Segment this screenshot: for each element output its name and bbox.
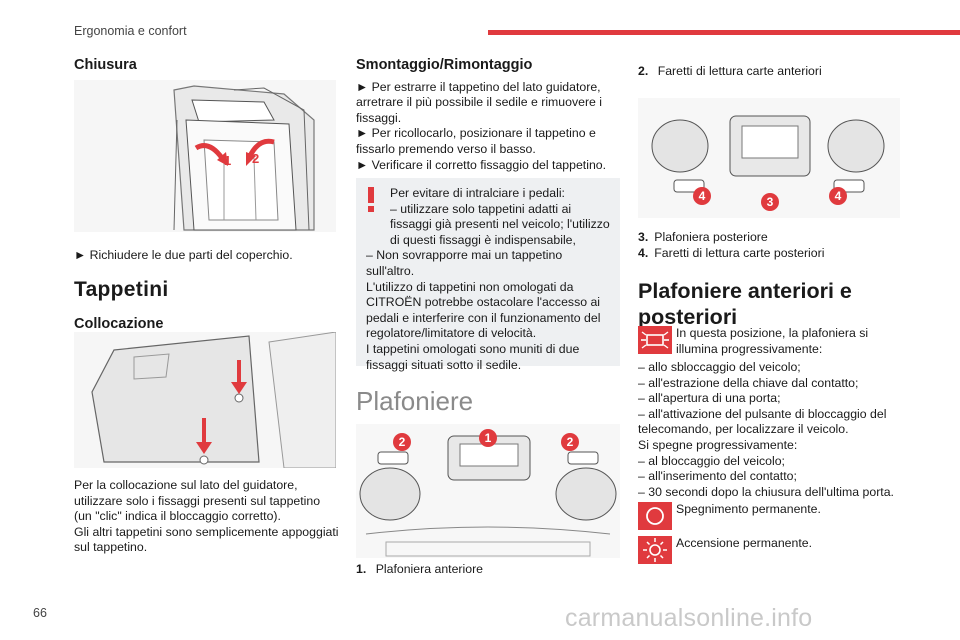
heading-plafoniere-ant-post: Plafoniere anteriori e posteriori — [638, 279, 852, 329]
heading-plafoniere: Plafoniere — [356, 386, 474, 416]
caption-2-num: 2. — [638, 64, 649, 78]
perm-on-text: Accensione permanente. — [676, 536, 813, 550]
heading-collocazione: Collocazione — [74, 316, 164, 333]
col3-lists: – allo sbloccaggio del veicolo; – all'es… — [638, 360, 900, 500]
text-collocazione: Per la collocazione sul lato del guidato… — [74, 478, 321, 524]
warning-line-1: – utilizzare solo tappetini adatti ai fi… — [390, 201, 610, 247]
caption-2-text: Faretti di lettura carte anteriori — [657, 64, 822, 78]
on-item-2: – all'apertura di una porta; — [638, 391, 781, 406]
step-1: ► Per estrarre il tappetino del lato gui… — [356, 79, 603, 125]
col1-text-1: ► Richiudere le due parti del coperchio.… — [74, 248, 336, 333]
warning-line-3: L'utilizzo di tappetini non omologati da… — [366, 279, 601, 341]
fig2-callout-a: 4 — [699, 189, 706, 203]
warning-box: Per evitare di intralciare i pedali: – u… — [356, 178, 620, 372]
lamp-on-icon — [638, 536, 672, 564]
heading-smontaggio: Smontaggio/Rimontaggio — [356, 57, 533, 73]
caption-3-text: Plafoniera posteriore — [654, 230, 768, 244]
column-2: Smontaggio/Rimontaggio ► Per estrarre il… — [356, 57, 620, 173]
warning-line-0: Per evitare di intralciare i pedali: — [390, 186, 565, 200]
on-item-3: – all'attivazione del pulsante di blocca… — [638, 406, 887, 437]
lamp-off-icon — [638, 502, 672, 530]
step-3: ► Verificare il corretto fissaggio del t… — [356, 157, 607, 172]
perm-off-text: Spegnimento permanente. — [676, 502, 821, 516]
figure-rear-ceiling-lamps: 4 3 4 — [638, 98, 900, 218]
figure-floor-mat — [74, 331, 337, 469]
caption-4-num: 4. — [638, 245, 649, 260]
watermark: carmanualsonline.info — [565, 604, 813, 632]
caption-4-text: Faretti di lettura carte posteriori — [654, 245, 825, 260]
page-number: 66 — [33, 606, 47, 620]
column-1: Chiusura — [74, 56, 336, 74]
callout-1: 1 — [224, 153, 231, 168]
caption-3-num: 3. — [638, 230, 649, 244]
fig-callout-a: 2 — [399, 435, 406, 449]
fig2-callout-c: 4 — [835, 189, 842, 203]
warning-icon — [368, 187, 374, 212]
off-item-1: – all'inserimento del contatto; — [638, 469, 797, 484]
caption-1: 1. Plafoniera anteriore — [356, 562, 620, 578]
door-lamp-mode-icon — [638, 326, 672, 354]
off-item-0: – al bloccaggio del veicolo; — [638, 453, 785, 468]
fig-callout-c: 2 — [567, 435, 574, 449]
warning-line-2: – Non sovrapporre mai un tappetino sull'… — [366, 248, 563, 278]
col1-text-2: Per la collocazione sul lato del guidato… — [74, 478, 340, 556]
intro-text: In questa posizione, la plafoniera si il… — [676, 326, 869, 356]
fig-callout-b: 1 — [485, 431, 492, 445]
section-header: Ergonomia e confort — [74, 24, 187, 38]
header-accent-bar — [488, 30, 960, 35]
step-close-lid: ► Richiudere le due parti del coperchio. — [74, 248, 293, 262]
figure-armrest-closing: 1 2 — [74, 80, 336, 232]
off-title: Si spegne progressivamente: — [638, 437, 798, 452]
step-2: ► Per ricollocarlo, posizionare il tappe… — [356, 126, 596, 156]
off-item-2: – 30 secondi dopo la chiusura dell'ultim… — [638, 484, 894, 499]
caption-1-num: 1. — [356, 562, 367, 576]
text-altri-tappetini: Gli altri tappetini sono semplicemente a… — [74, 524, 339, 555]
warning-line-4: I tappetini omologati sono muniti di due… — [366, 341, 580, 372]
on-item-1: – all'estrazione della chiave dal contat… — [638, 375, 859, 390]
caption-1-text: Plafoniera anteriore — [375, 562, 484, 576]
heading-tappetini: Tappetini — [74, 277, 169, 301]
captions-3-4: 3. Plafoniera posteriore 4. Faretti di let… — [638, 230, 900, 261]
caption-2: 2. Faretti di lettura carte anteriori — [638, 64, 900, 80]
heading-chiusura: Chiusura — [74, 57, 137, 73]
figure-front-ceiling-lamps: 2 1 2 — [356, 424, 620, 558]
callout-2: 2 — [252, 151, 259, 166]
on-item-0: – allo sbloccaggio del veicolo; — [638, 360, 801, 374]
fig2-callout-b: 3 — [767, 195, 774, 209]
